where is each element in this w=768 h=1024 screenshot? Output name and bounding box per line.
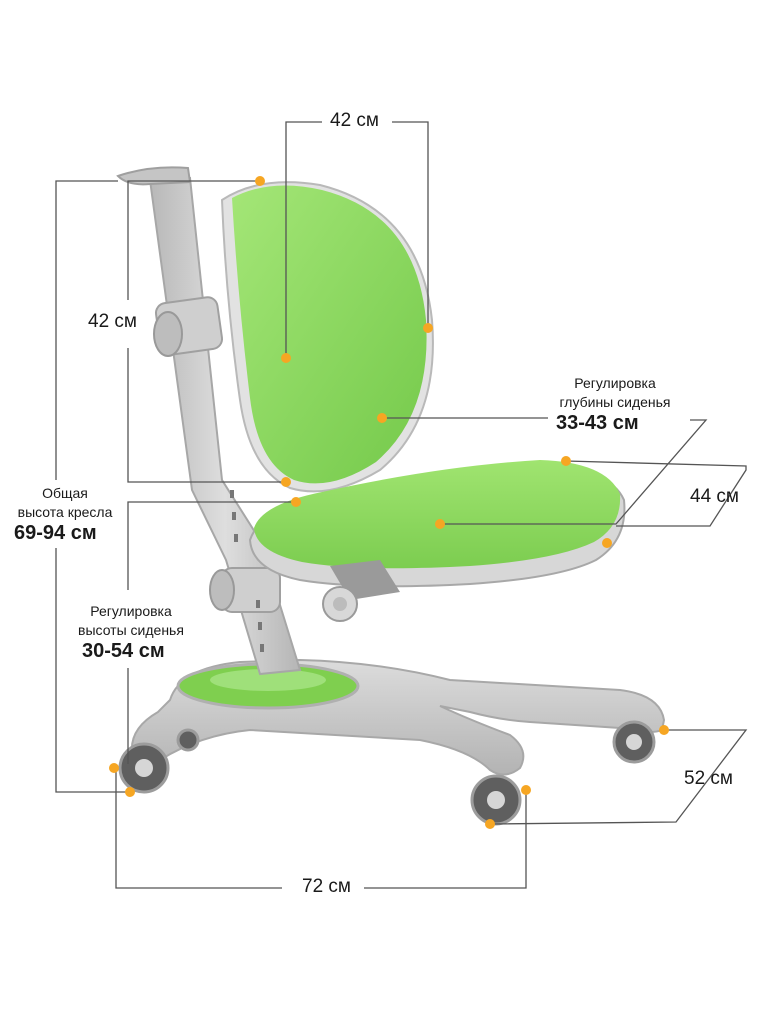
total-height-caption-line2: высота кресла bbox=[17, 504, 113, 520]
chair-base bbox=[130, 658, 666, 776]
seat-height-adjust-caption-line1: Регулировка bbox=[90, 603, 172, 619]
seat-depth-adjust-caption-line2: глубины сиденья bbox=[559, 394, 671, 410]
seat-height-adjust-value: 30-54 см bbox=[82, 640, 165, 662]
backrest-width-label: 42 см bbox=[330, 110, 379, 131]
seat-height-adjust-caption: Регулировка высоты сиденья bbox=[68, 602, 194, 640]
seat-depth-adjust-caption: Регулировка глубины сиденья bbox=[540, 374, 690, 412]
measurement-markers bbox=[109, 176, 669, 829]
seat-depth-adjust-caption-line1: Регулировка bbox=[574, 375, 656, 391]
dimension-lines bbox=[55, 121, 748, 889]
seat-depth-adjust-value: 33-43 см bbox=[556, 412, 639, 434]
backrest-height-label: 42 см bbox=[88, 311, 137, 332]
seat-depth-label: 44 см bbox=[690, 486, 739, 507]
total-height-caption: Общая высота кресла bbox=[10, 484, 120, 522]
base-depth-label: 52 см bbox=[684, 768, 733, 789]
base-width-label: 72 см bbox=[302, 876, 351, 897]
total-height-value: 69-94 см bbox=[14, 522, 97, 544]
seat-height-adjust-caption-line2: высоты сиденья bbox=[78, 622, 184, 638]
total-height-caption-line1: Общая bbox=[42, 485, 88, 501]
chair-backrest bbox=[220, 181, 434, 493]
